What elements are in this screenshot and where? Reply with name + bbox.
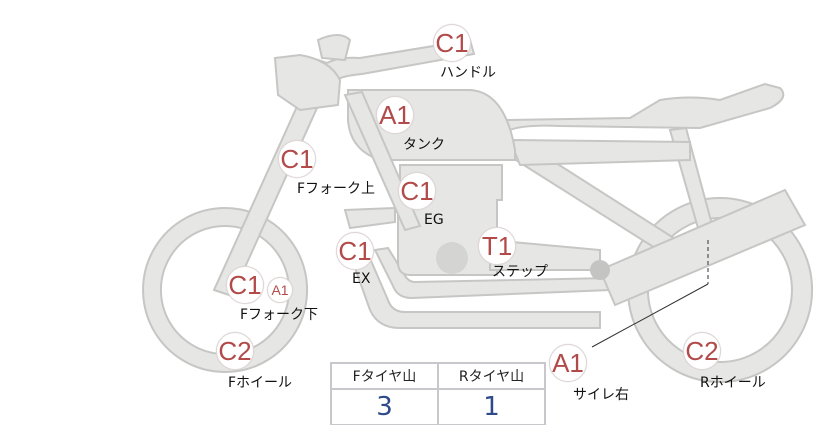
headlight — [273, 53, 342, 112]
headlight-top — [316, 34, 352, 62]
part-label-fork-upper: Fフォーク上 — [297, 181, 376, 197]
exhaust-pipe — [343, 239, 601, 329]
damage-marker-fork-lower-extra[interactable]: A1 — [267, 277, 293, 303]
damage-marker-fork-upper[interactable]: C1 — [278, 140, 316, 178]
damage-marker-handle[interactable]: C1 — [433, 24, 471, 62]
leader-line — [591, 283, 709, 348]
front-tire-value: 3 — [330, 388, 439, 425]
part-label-handle: ハンドル — [440, 65, 496, 81]
step-bolt — [590, 260, 610, 280]
part-label-step: ステップ — [492, 264, 548, 280]
part-label-rear-wheel: Rホイール — [700, 375, 766, 391]
damage-marker-engine[interactable]: C1 — [398, 172, 436, 210]
part-label-engine: EG — [424, 212, 444, 228]
damage-marker-fork-lower[interactable]: C1 — [226, 266, 264, 304]
front-tire-header: Fタイヤ山 — [330, 362, 439, 390]
tire-tread-table: Fタイヤ山 Rタイヤ山 3 1 — [330, 362, 546, 425]
damage-marker-step[interactable]: T1 — [478, 227, 516, 265]
damage-marker-front-wheel[interactable]: C2 — [216, 332, 254, 370]
damage-marker-muffler-right[interactable]: A1 — [549, 344, 587, 382]
rear-tire-value: 1 — [437, 388, 546, 425]
part-label-muffler-right: サイレ右 — [573, 387, 629, 403]
rear-tire-header: Rタイヤ山 — [437, 362, 546, 390]
seat-lower — [508, 138, 691, 167]
part-label-exhaust: EX — [352, 271, 371, 287]
engine-mount — [343, 206, 396, 230]
engine-cover — [436, 242, 468, 274]
part-label-front-wheel: Fホイール — [228, 375, 293, 391]
damage-marker-tank[interactable]: A1 — [376, 96, 414, 134]
seat — [504, 82, 785, 134]
muffler — [598, 188, 807, 307]
part-label-tank: タンク — [403, 137, 445, 153]
part-label-fork-lower: Fフォーク下 — [240, 307, 319, 323]
damage-marker-rear-wheel[interactable]: C2 — [683, 332, 721, 370]
damage-marker-exhaust[interactable]: C1 — [336, 232, 374, 270]
